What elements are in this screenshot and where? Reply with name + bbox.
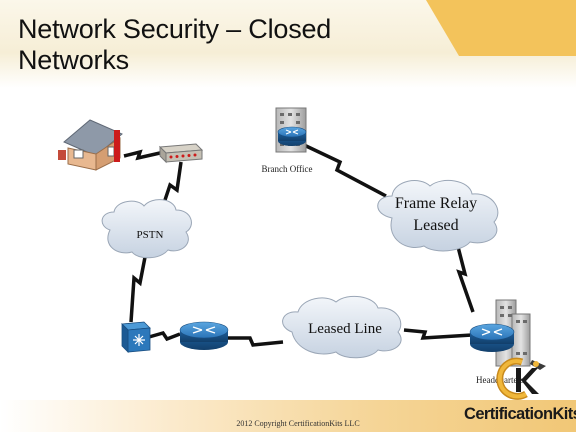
home-house-icon <box>58 119 123 171</box>
link-leased-line-to-hq <box>403 328 473 340</box>
switch-icon <box>121 321 151 353</box>
branch-router-icon <box>277 126 307 146</box>
leased-line-label: Leased Line <box>308 321 382 337</box>
branch-office-label: Branch Office <box>261 164 312 174</box>
frame-relay-cloud: Frame Relay Leased <box>377 179 499 252</box>
frame-relay-label-line-2: Leased <box>413 217 458 234</box>
link-branch-to-frame-relay <box>303 143 387 198</box>
brand-name: CertificationKits <box>464 405 576 423</box>
headquarters-building-icon <box>469 299 531 367</box>
link-frame-relay-to-hq <box>454 238 475 313</box>
footer-band <box>0 400 576 432</box>
slide-title-line-1: Network Security – Closed <box>18 14 332 44</box>
hq-router-icon <box>469 323 515 352</box>
certificationkits-logo-icon <box>496 357 546 400</box>
link-pstn-to-switch <box>129 251 148 323</box>
link-switch-to-router <box>148 330 181 342</box>
link-router-to-leased-line <box>228 336 284 347</box>
edge-router-icon <box>179 321 229 350</box>
slide-title-line-2: Networks <box>18 45 129 75</box>
link-house-to-modem <box>123 149 161 161</box>
branch-office-building-icon <box>275 107 307 153</box>
copyright-text: 2012 Copyright CertificationKits LLC <box>236 419 360 428</box>
modem-icon <box>158 143 204 164</box>
pstn-cloud: PSTN <box>101 199 192 259</box>
leased-line-cloud: Leased Line <box>282 295 402 359</box>
pstn-label: PSTN <box>137 229 164 241</box>
frame-relay-label-line-1: Frame Relay <box>395 195 477 212</box>
slide-title: Network Security – Closed Networks <box>18 14 438 76</box>
